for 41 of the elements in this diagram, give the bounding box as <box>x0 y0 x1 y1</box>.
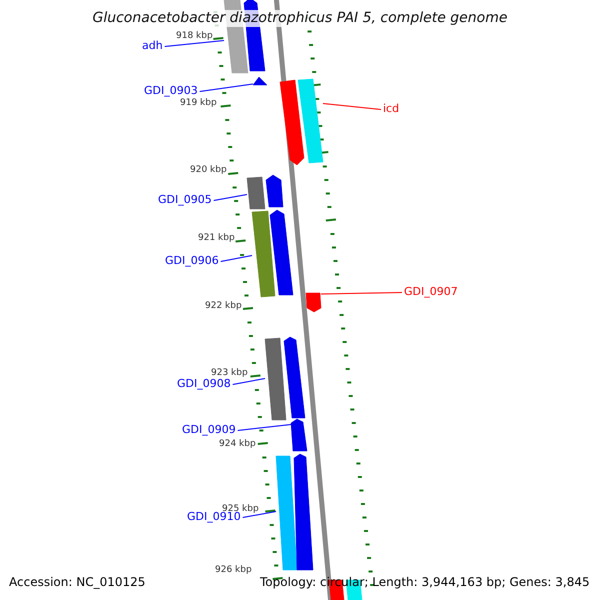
leader-line <box>242 511 276 518</box>
scale-label: 920 kbp <box>190 164 227 176</box>
gene-feature <box>253 77 267 85</box>
gene-feature <box>306 293 321 312</box>
gene-feature <box>280 80 304 165</box>
gene-label: GDI_0903 <box>144 84 198 97</box>
genome-summary: Topology: circular; Length: 3,944,163 bp; Genes: 3,845 <box>260 574 590 590</box>
gene-feature <box>266 175 283 207</box>
gene-bar <box>252 211 275 297</box>
scale-label: 918 kbp <box>176 30 213 42</box>
scale-label: 924 kbp <box>219 438 256 450</box>
scale-label: 921 kbp <box>198 232 235 244</box>
gene-feature <box>270 210 293 295</box>
gene-feature <box>294 454 313 570</box>
leader-line <box>213 194 248 201</box>
gene-bar <box>276 456 297 570</box>
gene-label: GDI_0907 <box>404 285 458 298</box>
gene-label: GDI_0905 <box>158 193 212 206</box>
leader-line <box>164 40 224 47</box>
scale-label: 923 kbp <box>211 368 248 378</box>
gene-label: GDI_0910 <box>187 510 241 523</box>
scale-label: 919 kbp <box>180 98 217 108</box>
leader-line <box>220 255 252 262</box>
scale-label: 922 kbp <box>205 300 242 312</box>
leader-line <box>322 103 382 110</box>
leader-line <box>232 378 266 385</box>
leader-line <box>320 292 402 294</box>
gene-bar <box>265 338 286 420</box>
gene-bar <box>247 177 265 209</box>
gene-label: adh <box>142 39 163 52</box>
leader-line <box>237 424 292 431</box>
gene-label: icd <box>383 102 400 115</box>
gene-label: GDI_0908 <box>177 377 231 390</box>
accession-note: Accession: NC_010125 <box>9 574 146 590</box>
scale-label: 926 kbp <box>215 564 252 576</box>
gene-feature <box>291 419 307 451</box>
gene-label: GDI_0909 <box>182 423 236 436</box>
gene-label: GDI_0906 <box>165 254 219 267</box>
leader-line <box>199 84 254 92</box>
gene-bar <box>298 79 323 163</box>
title: Gluconacetobacter diazotrophicus PAI 5, complete genome <box>92 10 508 27</box>
